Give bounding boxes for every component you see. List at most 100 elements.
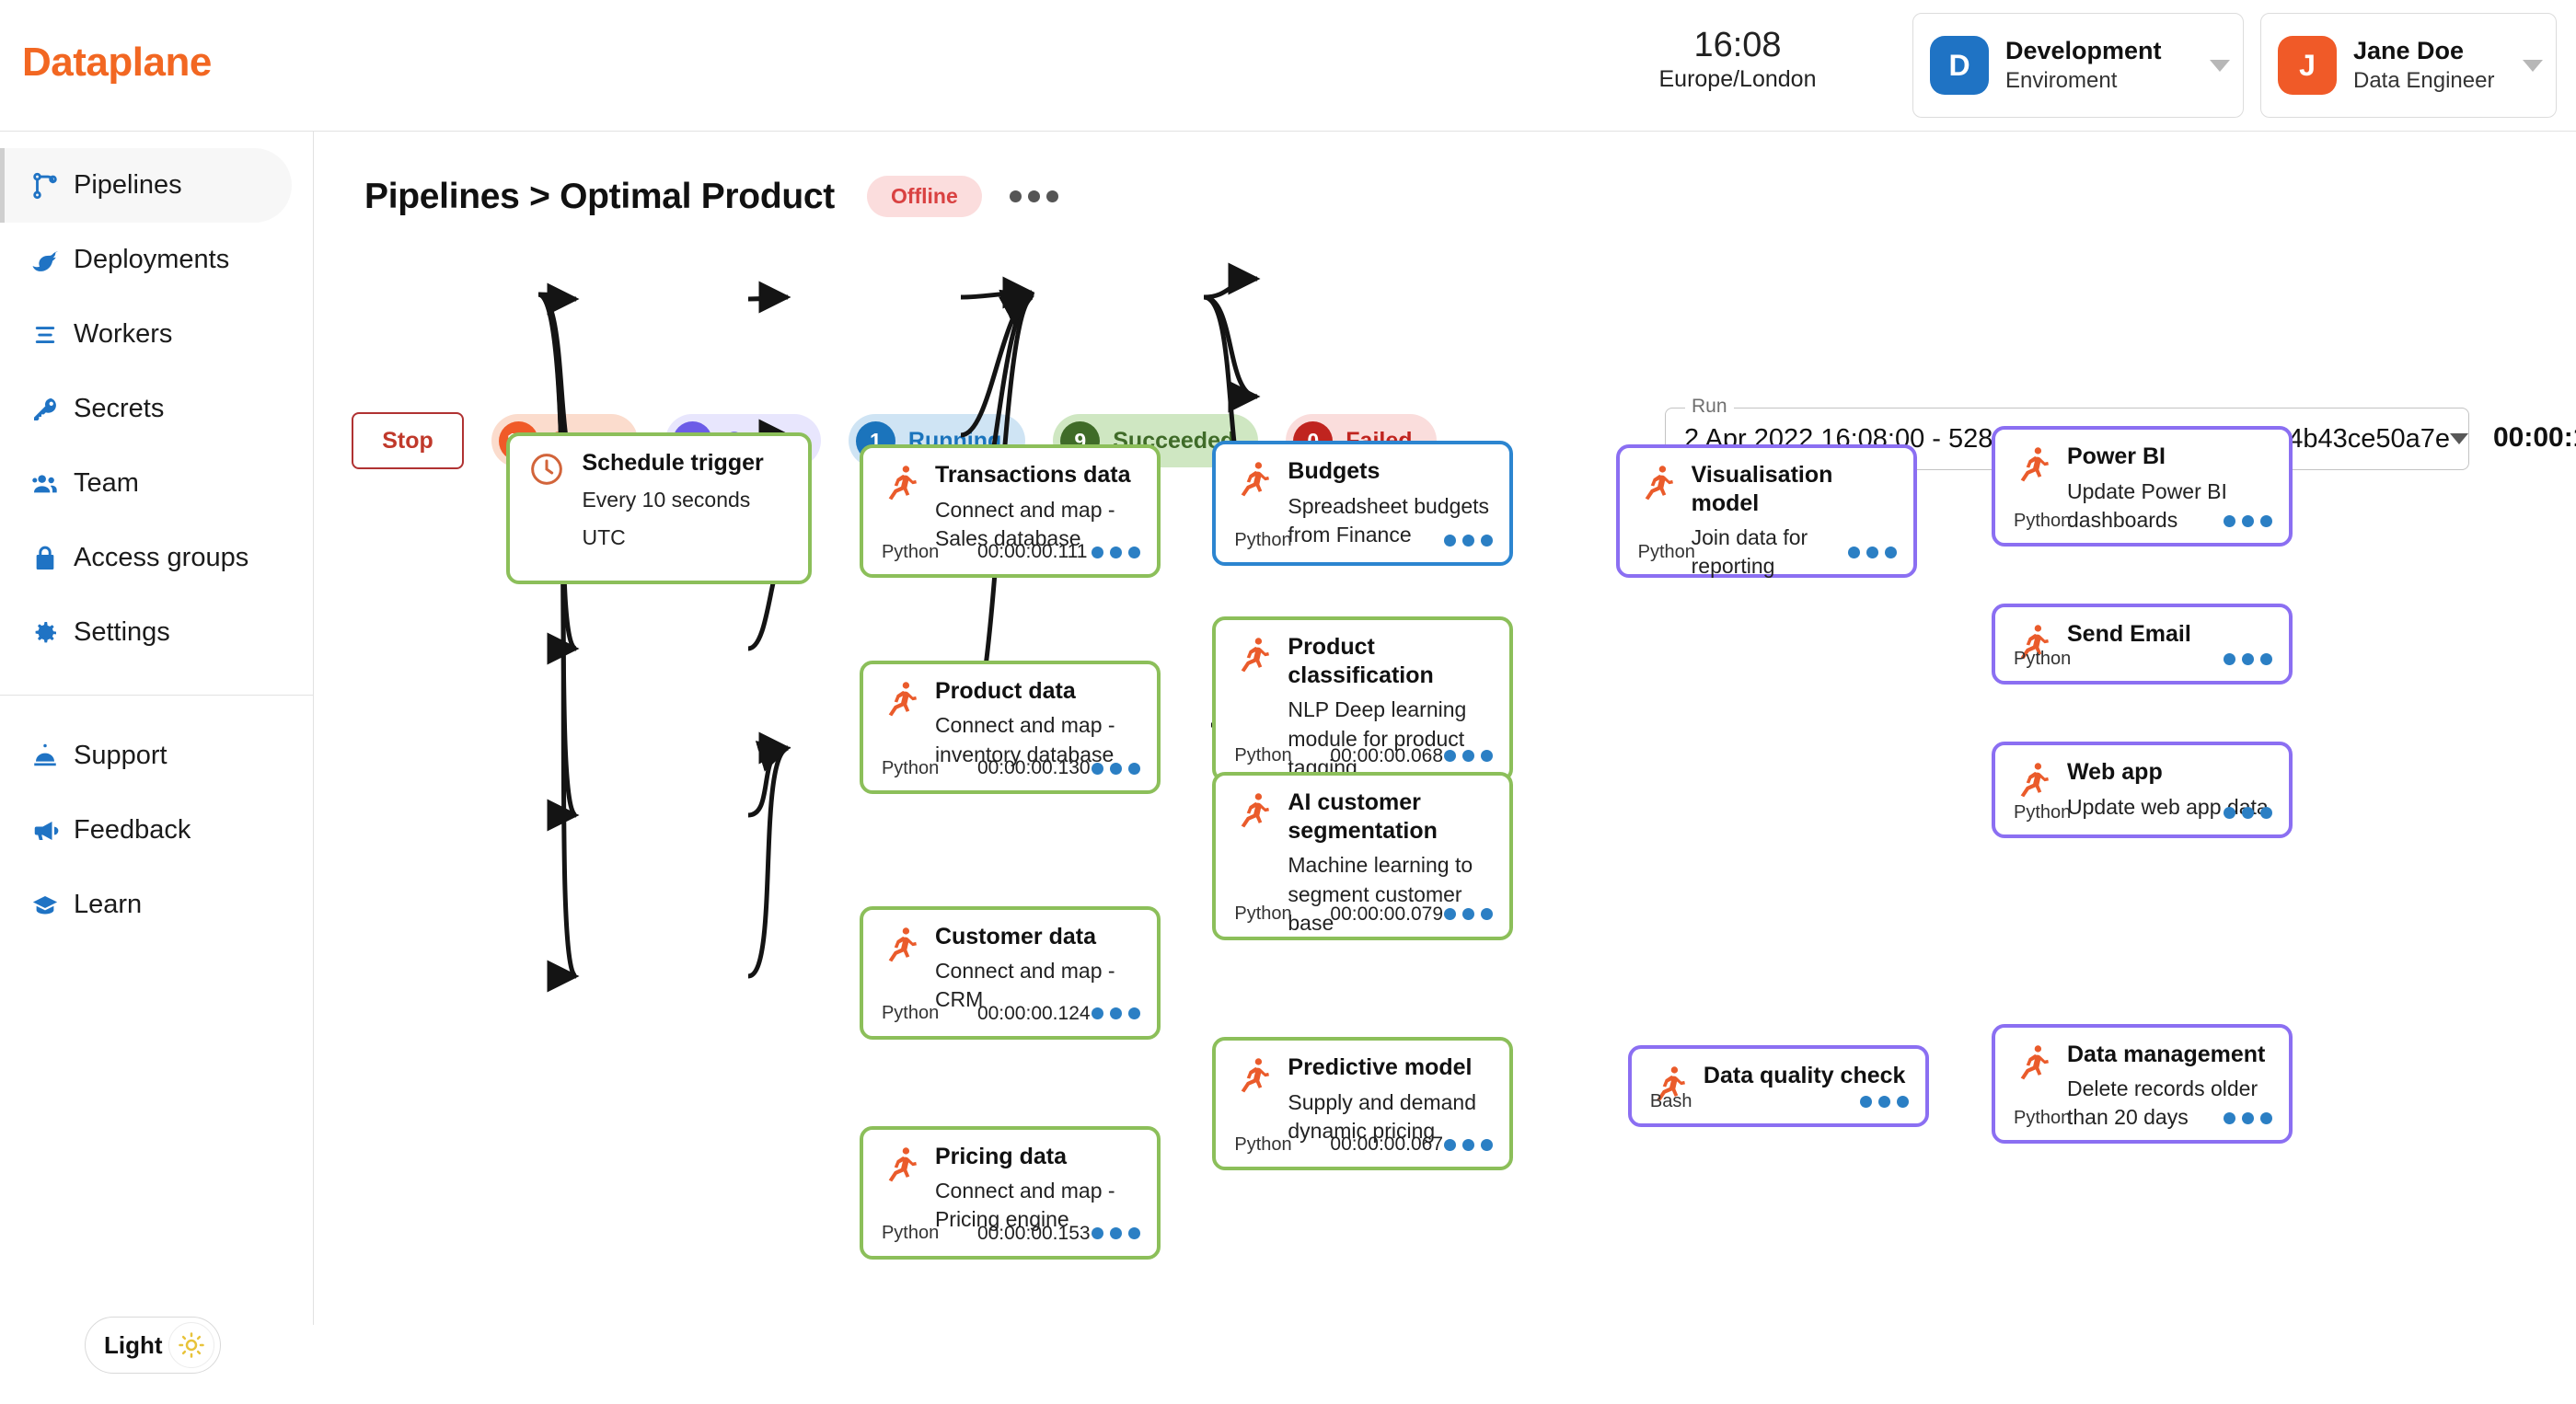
environment-name: Development (2005, 36, 2162, 64)
node-menu-icon[interactable] (2224, 514, 2273, 527)
stop-button[interactable]: Stop (352, 412, 464, 469)
node-menu-icon[interactable] (1444, 908, 1494, 921)
avatar: J (2278, 36, 2337, 95)
node-title: Data quality check (1703, 1063, 1906, 1089)
node-menu-icon[interactable] (1091, 762, 1140, 775)
environment-selector[interactable]: D Development Enviroment (1912, 13, 2244, 118)
node-language: Python (1637, 542, 1695, 563)
node-menu-icon[interactable] (1444, 534, 1494, 547)
sidebar-item-feedback[interactable]: Feedback (0, 793, 314, 868)
lock-icon (17, 544, 74, 573)
sidebar-item-learn[interactable]: Learn (0, 868, 314, 942)
brand-logo[interactable]: Dataplane (22, 40, 212, 85)
run-elapsed-timer: 00:00:10 (2493, 422, 2576, 453)
app-header: Dataplane 16:08 Europe/London D Developm… (0, 0, 2576, 132)
node-language: Bash (1649, 1090, 1692, 1111)
gear-icon (17, 618, 74, 648)
node-menu-icon[interactable] (1859, 1095, 1909, 1108)
runner-icon (2014, 622, 2056, 662)
sidebar-item-support[interactable]: Support (0, 719, 314, 793)
deployments-icon (17, 245, 74, 276)
sidebar-item-label: Workers (74, 319, 173, 349)
node-description: Update Power BI dashboards (2067, 478, 2227, 532)
sidebar-item-label: Access groups (74, 543, 249, 572)
runner-icon (882, 925, 924, 965)
sidebar-item-pipelines[interactable]: Pipelines (0, 148, 292, 223)
sidebar-item-team[interactable]: Team (0, 446, 314, 521)
node-menu-icon[interactable] (1091, 546, 1140, 558)
node-menu-icon[interactable] (1847, 547, 1897, 559)
sidebar-item-secrets[interactable]: Secrets (0, 372, 314, 446)
node-duration: 00:00:00.079 (1330, 903, 1444, 925)
node-footer: Python (2014, 649, 2273, 670)
chevron-down-icon[interactable] (2523, 59, 2543, 72)
node-menu-icon[interactable] (2224, 1112, 2273, 1125)
node-language: Python (881, 1223, 940, 1244)
chevron-down-icon[interactable] (2450, 433, 2469, 444)
sidebar-item-workers[interactable]: Workers (0, 297, 314, 372)
runner-icon (1234, 459, 1276, 500)
node-language: Python (881, 541, 940, 562)
sidebar-item-label: Feedback (74, 815, 191, 845)
user-menu[interactable]: J Jane Doe Data Engineer (2260, 13, 2557, 118)
node-title: Power BI (2067, 443, 2166, 470)
theme-toggle[interactable]: Light (85, 1317, 221, 1374)
theme-toggle-label: Light (104, 1330, 163, 1359)
page-header: Pipelines > Optimal Product Offline (364, 176, 1058, 217)
ellipsis-icon[interactable] (1009, 190, 1058, 202)
clock-time: 16:08 (1693, 26, 1782, 64)
main-content: Pipelines > Optimal Product Offline Stop… (315, 132, 2576, 1325)
megaphone-icon (17, 817, 74, 845)
node-description: Connect and map - inventory database (934, 713, 1115, 766)
node-title: Predictive model (1288, 1054, 1473, 1081)
clock: 16:08 Europe/London (1650, 26, 1825, 94)
node-menu-icon[interactable] (1444, 750, 1494, 763)
sidebar-item-deployments[interactable]: Deployments (0, 223, 314, 297)
runner-icon (2014, 1042, 2056, 1083)
environment-avatar: D (1930, 36, 1989, 95)
node-footer: Python (2014, 510, 2273, 532)
node-language: Python (2014, 510, 2072, 531)
node-menu-icon[interactable] (1091, 1227, 1140, 1240)
user-name: Jane Doe (2353, 36, 2465, 64)
node-language: Python (2014, 649, 2072, 670)
node-description: Connect and map - Pricing engine (934, 1179, 1115, 1232)
node-menu-icon[interactable] (2224, 653, 2273, 666)
node-menu-icon[interactable] (1091, 1007, 1140, 1020)
sidebar-item-settings[interactable]: Settings (0, 595, 314, 670)
sidebar-divider (0, 695, 314, 696)
workers-icon (17, 321, 74, 349)
node-menu-icon[interactable] (1444, 1138, 1494, 1151)
sidebar-item-access-groups[interactable]: Access groups (0, 521, 314, 595)
chevron-down-icon[interactable] (2210, 59, 2230, 72)
node-description: Spreadsheet budgets from Finance (1288, 493, 1490, 547)
node-duration: 00:00:00.068 (1330, 744, 1444, 766)
pipelines-icon (17, 170, 74, 201)
node-description: Join data for reporting (1691, 525, 1808, 579)
node-trigger-line: Every 10 seconds (582, 488, 751, 512)
sidebar-item-label: Settings (74, 617, 170, 647)
node-trigger-line: UTC (582, 525, 626, 550)
node-menu-icon[interactable] (2224, 806, 2273, 819)
runner-icon (1638, 463, 1681, 503)
node-title: Pricing data (934, 1143, 1068, 1169)
